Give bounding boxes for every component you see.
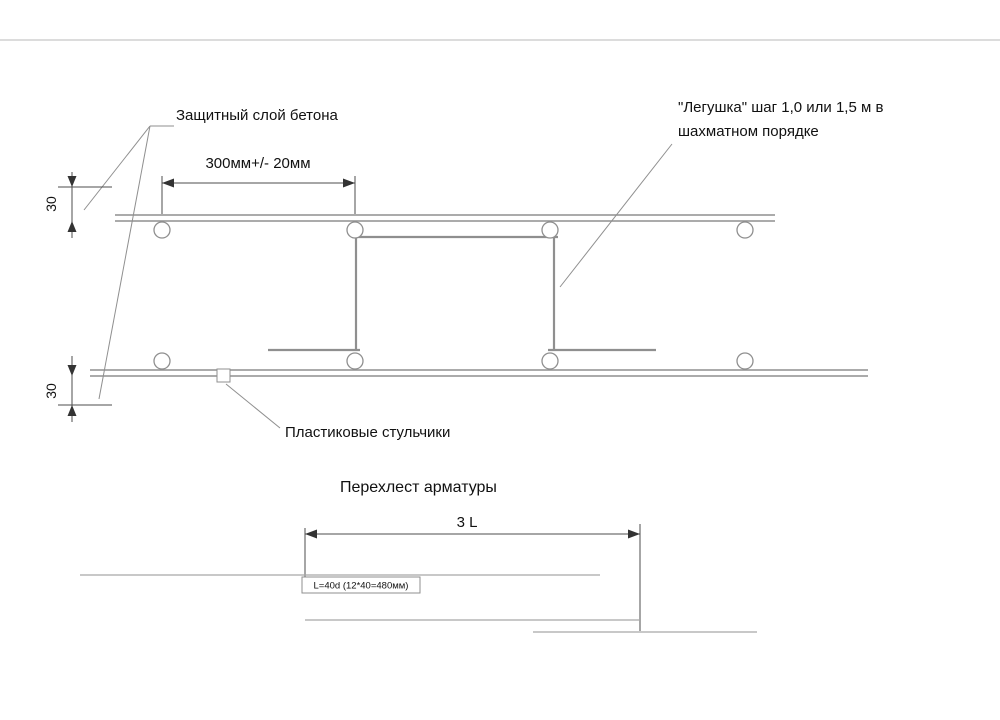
leader-line-top-cover — [83, 125, 151, 211]
frog-support — [268, 235, 656, 352]
dimension-overlap: 3 L — [304, 514, 641, 631]
arrowhead-left — [162, 178, 174, 188]
arrowhead-right — [628, 529, 640, 539]
rebar-circle — [736, 352, 754, 370]
overlap-formula-label: L=40d (12*40=480мм) — [314, 581, 409, 592]
top-rebar-rail — [115, 214, 775, 222]
overlap-length-label: 3 L — [457, 514, 478, 531]
protective-layer-label: Защитный слой бетона — [176, 107, 339, 124]
overlap-section-title: Перехлест арматуры — [340, 479, 497, 496]
cover-bottom-value: 30 — [43, 383, 59, 399]
leader-line-bottom-cover — [98, 125, 151, 400]
plastic-chairs-label: Пластиковые стульчики — [285, 424, 450, 441]
dimension-cover-top: 30 — [43, 172, 112, 238]
rebar-circle — [541, 352, 559, 370]
cover-top-value: 30 — [43, 196, 59, 212]
bottom-rebar-rail — [90, 369, 868, 377]
rebar-circle — [346, 221, 364, 239]
rebar-circle — [346, 352, 364, 370]
protective-layer-callout: Защитный слой бетона — [83, 107, 339, 400]
frog-note-line2: шахматном порядке — [678, 123, 819, 140]
dimension-cover-bottom: 30 — [43, 356, 112, 422]
dimension-spacing-label: 300мм+/- 20мм — [205, 155, 310, 172]
arrowhead-up — [67, 221, 77, 232]
plastic-chair-square — [216, 368, 231, 383]
overlap-bars: L=40d (12*40=480мм) — [80, 574, 757, 633]
arrowhead-left — [305, 529, 317, 539]
leader-line-chair — [225, 383, 281, 429]
plastic-chair-callout: Пластиковые стульчики — [216, 368, 450, 441]
rebar-circle — [153, 352, 171, 370]
arrowhead-down — [67, 365, 77, 376]
arrowhead-down — [67, 176, 77, 187]
rebar-circles-top — [153, 221, 754, 239]
dimension-spacing: 300мм+/- 20мм — [161, 155, 356, 214]
arrowhead-up — [67, 405, 77, 416]
frog-note-line1: "Легушка" шаг 1,0 или 1,5 м в — [678, 99, 883, 116]
rebar-circles-bottom — [153, 352, 754, 370]
frog-note-callout: "Легушка" шаг 1,0 или 1,5 м в шахматном … — [559, 99, 883, 288]
rebar-circle — [153, 221, 171, 239]
rebar-circle — [541, 221, 559, 239]
overlap-formula-box — [301, 576, 421, 594]
arrowhead-right — [343, 178, 355, 188]
rebar-circle — [736, 221, 754, 239]
